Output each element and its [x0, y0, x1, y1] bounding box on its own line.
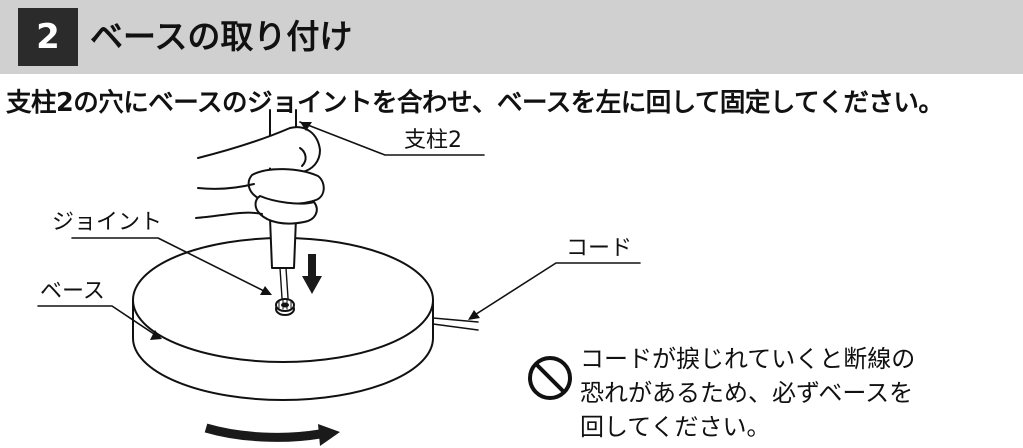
caution-line: コードが捩じれていくと断線の	[580, 345, 916, 373]
rotation-arrow-icon	[204, 423, 340, 446]
caution-note: コードが捩じれていくと断線の 恐れがあるため、必ずベースを 回してください。	[520, 342, 1000, 446]
base-leader-line	[37, 305, 161, 339]
pole-lower	[269, 217, 297, 269]
cord-label: コード	[566, 236, 633, 261]
caution-line: 回してください。	[580, 413, 771, 441]
cord-leader-line	[469, 262, 641, 319]
insert-arrow	[302, 254, 322, 294]
section-title: ベースの取り付け	[90, 17, 353, 56]
joint-label: ジョイント	[52, 210, 163, 235]
hand	[195, 126, 325, 225]
caution-text: コードが捩じれていくと断線の 恐れがあるため、必ずベースを 回してください。	[580, 342, 1000, 444]
joint-knob	[275, 298, 295, 316]
section-header: 2 ベースの取り付け	[0, 0, 1023, 74]
pole-wire	[279, 267, 289, 299]
cord	[432, 317, 479, 331]
pole-leader-line	[299, 121, 485, 156]
prohibited-icon	[528, 356, 572, 400]
base-label: ベース	[40, 279, 105, 304]
caution-line: 恐れがあるため、必ずベースを	[580, 379, 914, 407]
instruction-text: 支柱2の穴にベースのジョイントを合わせ、ベースを左に回して固定してください。	[6, 88, 944, 118]
pole-label: 支柱2	[404, 128, 462, 153]
step-number-badge: 2	[18, 8, 78, 66]
joint-leader-line	[71, 237, 271, 295]
